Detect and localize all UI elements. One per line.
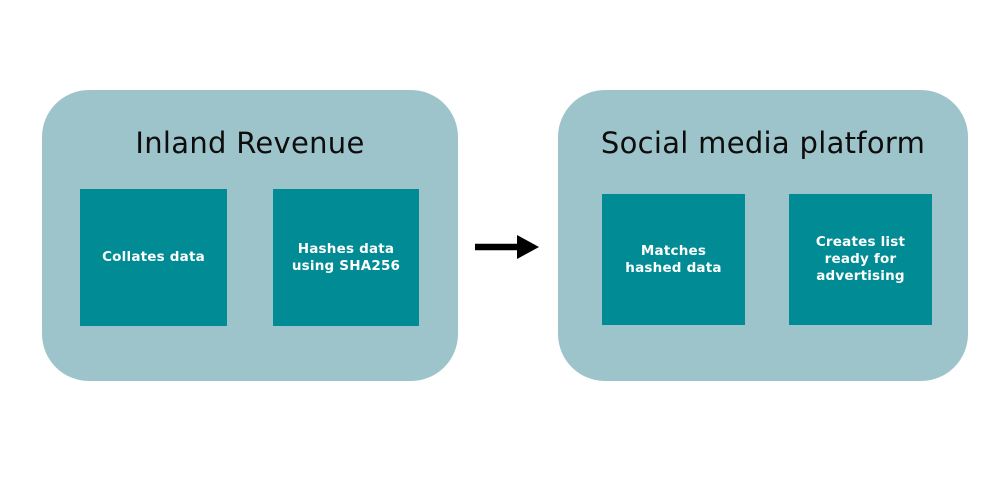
process-box-hashes-data: Hashes data using SHA256: [273, 189, 419, 326]
group-inland-revenue: Inland Revenue Collates data Hashes data…: [42, 90, 458, 381]
process-box-collates-data: Collates data: [80, 189, 227, 326]
process-box-label: Matches hashed data: [625, 242, 722, 276]
process-box-label: Hashes data using SHA256: [291, 240, 401, 274]
process-box-creates-list: Creates list ready for advertising: [789, 194, 932, 325]
flow-arrow-icon: [475, 235, 539, 259]
group-title-inland-revenue: Inland Revenue: [135, 126, 365, 160]
group-social-media-platform: Social media platform Matches hashed dat…: [558, 90, 968, 381]
process-box-label: Collates data: [102, 249, 205, 265]
process-box-label: Creates list ready for advertising: [815, 234, 906, 284]
group-title-social-media-platform: Social media platform: [600, 126, 926, 160]
process-box-matches-hashed-data: Matches hashed data: [602, 194, 745, 325]
